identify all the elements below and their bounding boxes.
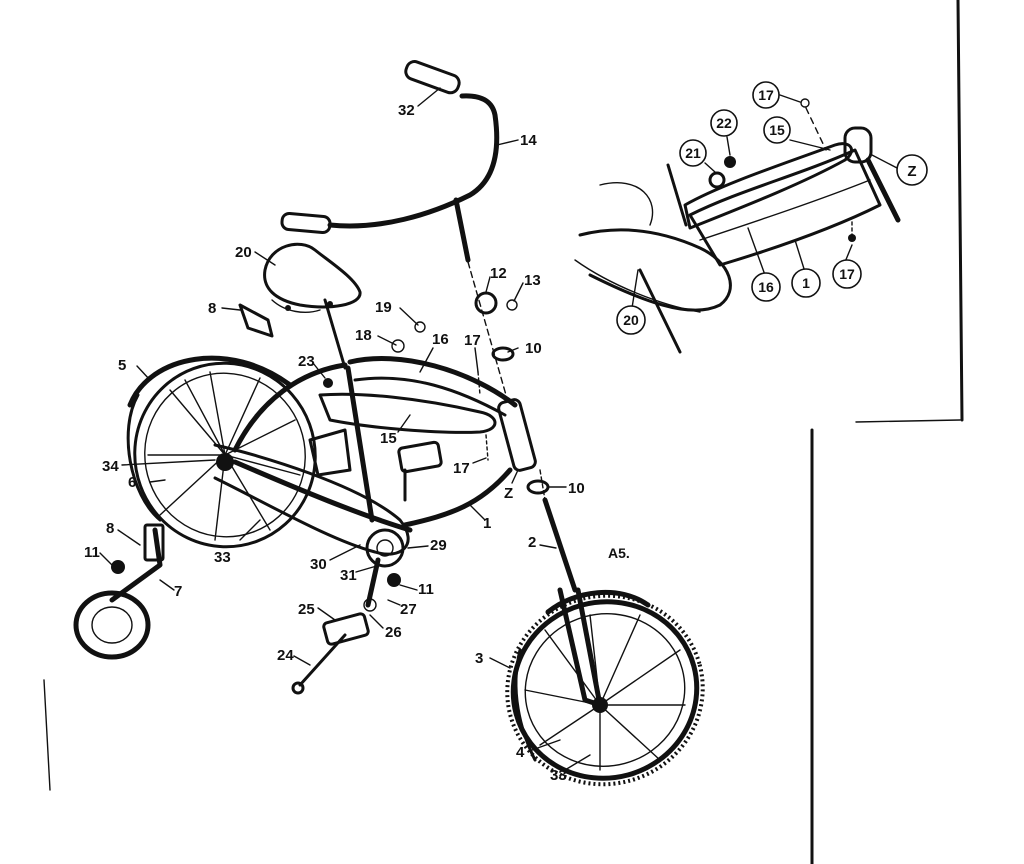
- label-1: 1: [483, 515, 491, 532]
- inset-label-21: 21: [685, 145, 701, 161]
- label-34: 34: [102, 458, 119, 475]
- handlebar: [280, 60, 507, 396]
- inset-frame: [43, 0, 964, 864]
- label-Z: Z: [504, 485, 513, 502]
- label-10-bottom: 10: [568, 480, 585, 497]
- label-33-rear: 33: [214, 549, 231, 566]
- training-wheel: [73, 523, 165, 660]
- inset-label-15: 15: [769, 122, 785, 138]
- label-25: 25: [298, 601, 315, 618]
- label-17-bottom: 17: [453, 460, 470, 477]
- label-2: 2: [528, 534, 536, 551]
- front-wheel: [505, 469, 705, 787]
- label-8-trainer: 8: [106, 520, 114, 537]
- label-18: 18: [355, 327, 372, 344]
- label-3: 3: [475, 650, 483, 667]
- bicycle-drawing: 32 14 20 8 12 13 19 18 16 17 10 23 5 15 …: [73, 60, 705, 787]
- label-20: 20: [235, 244, 252, 261]
- saddle: [263, 242, 362, 313]
- label-33-front: 33: [550, 767, 567, 784]
- label-11-crank: 11: [418, 581, 434, 598]
- label-31: 31: [340, 567, 357, 584]
- small-parts: [238, 291, 550, 612]
- label-5: 5: [118, 357, 126, 374]
- main-part-labels: 32 14 20 8 12 13 19 18 16 17 10 23 5 15 …: [84, 102, 630, 784]
- inset-label-16: 16: [758, 279, 774, 295]
- label-15: 15: [380, 430, 397, 447]
- label-26: 26: [385, 624, 402, 641]
- diagram-code: A5.: [608, 545, 630, 561]
- label-23: 23: [298, 353, 315, 370]
- label-4: 4: [516, 744, 525, 761]
- label-29: 29: [430, 537, 447, 554]
- label-17-top: 17: [464, 332, 481, 349]
- inset-label-17-bottom: 17: [839, 266, 855, 282]
- leader-lines: [99, 87, 591, 771]
- label-30: 30: [310, 556, 327, 573]
- rear-wheel: [126, 355, 317, 549]
- inset-label-17-top: 17: [758, 87, 774, 103]
- inset-label-1: 1: [802, 275, 810, 291]
- inset-label-22: 22: [716, 115, 732, 131]
- label-24: 24: [277, 647, 294, 664]
- label-12: 12: [490, 265, 507, 282]
- label-19: 19: [375, 299, 392, 316]
- frame-detail-inset: 17 22 15 21 Z 16 1 17 20: [574, 81, 928, 354]
- label-6: 6: [128, 474, 136, 491]
- inset-label-Z: Z: [907, 163, 916, 180]
- frame: [213, 298, 537, 556]
- label-11-trainer: 11: [84, 544, 100, 561]
- pedal-crank: [291, 440, 443, 695]
- label-14: 14: [520, 132, 537, 149]
- label-27: 27: [400, 601, 417, 618]
- label-16: 16: [432, 331, 449, 348]
- label-32: 32: [398, 102, 415, 119]
- label-7: 7: [174, 583, 182, 600]
- inset-label-20: 20: [623, 312, 639, 328]
- label-13: 13: [524, 272, 541, 289]
- label-8-saddle: 8: [208, 300, 216, 317]
- label-10-top: 10: [525, 340, 542, 357]
